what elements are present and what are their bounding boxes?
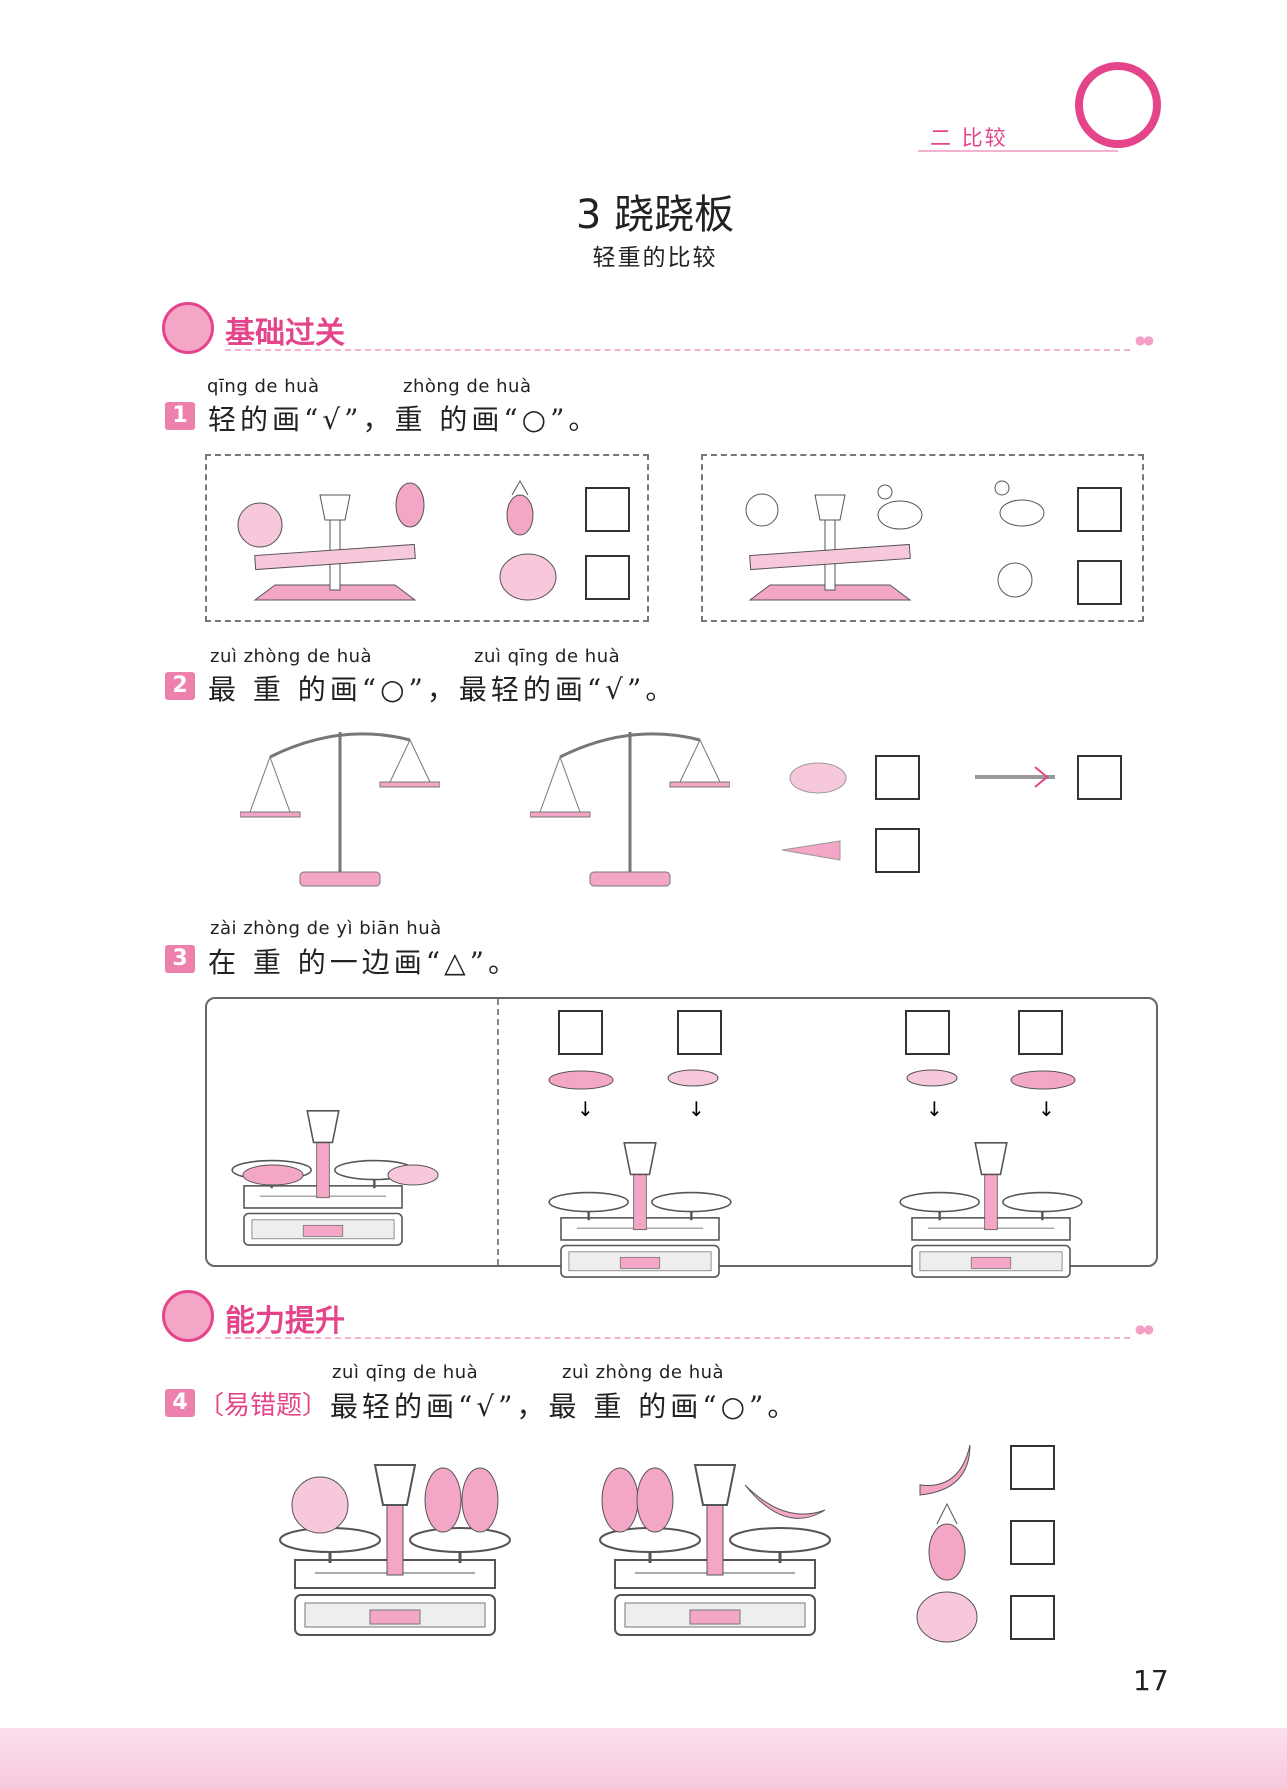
exercise-panel xyxy=(701,454,1144,622)
answer-box[interactable] xyxy=(1018,1010,1063,1055)
answer-box[interactable] xyxy=(1010,1520,1055,1565)
balance-pineapples-bananas xyxy=(595,1445,835,1645)
answer-box[interactable] xyxy=(1010,1595,1055,1640)
error-prone-tag: 〔易错题〕 xyxy=(198,1391,329,1421)
answer-box[interactable] xyxy=(677,1010,722,1055)
seesaw-chick-goose xyxy=(745,484,923,610)
footer-band xyxy=(0,1728,1287,1789)
question-number: 1 xyxy=(165,402,195,430)
section-title-advanced: 能力提升 xyxy=(225,1304,345,1339)
question-number: 2 xyxy=(165,672,195,700)
answer-box[interactable] xyxy=(585,555,630,600)
question-number: 4 xyxy=(165,1389,195,1417)
answer-box[interactable] xyxy=(875,828,920,873)
fish-options: ↓↓ xyxy=(906,1069,1076,1121)
hanging-scale xyxy=(240,722,440,892)
answer-box[interactable] xyxy=(1077,487,1122,532)
balance-scale-example xyxy=(228,1095,439,1253)
exercise-panel xyxy=(205,454,649,622)
publisher-logo xyxy=(1075,62,1161,148)
section-title-basic: 基础过关 xyxy=(225,316,345,351)
pinyin: zuì qīng de huà xyxy=(332,1362,479,1383)
question-text: 在 重 的一边画“△”。 xyxy=(208,946,520,979)
fish-options: ↓↓ xyxy=(548,1069,719,1121)
answer-box[interactable] xyxy=(558,1010,603,1055)
cabbage-icon xyxy=(789,762,847,794)
section-divider xyxy=(225,1337,1130,1339)
page-subtitle: 轻重的比较 xyxy=(592,245,718,271)
answer-box[interactable] xyxy=(905,1010,950,1055)
question-text: 最 重 的画“○”，最轻的画“√”。 xyxy=(208,673,678,706)
svg-text:↓: ↓ xyxy=(688,1097,705,1121)
pinyin: zuì zhòng de huà xyxy=(562,1362,725,1383)
section-divider xyxy=(225,349,1130,351)
question-number: 3 xyxy=(165,945,195,973)
mascot-icon xyxy=(162,1290,214,1342)
question-text: 轻的画“√”，重 的画“○”。 xyxy=(208,403,601,436)
svg-text:↓: ↓ xyxy=(577,1097,594,1121)
hanging-scale xyxy=(530,722,730,892)
chick-icon xyxy=(997,562,1033,598)
pinyin: zuì qīng de huà xyxy=(474,646,621,667)
dots-decoration: ●● xyxy=(1135,333,1154,347)
watermelon-icon xyxy=(499,553,557,601)
seesaw-watermelon-pineapple xyxy=(237,482,425,610)
mascot-icon xyxy=(162,302,214,354)
dots-decoration: ●● xyxy=(1135,1322,1154,1336)
pinyin: qīng de huà xyxy=(207,376,320,397)
answer-box[interactable] xyxy=(1010,1445,1055,1490)
svg-text:↓: ↓ xyxy=(1038,1097,1055,1121)
ribbon-icon xyxy=(975,766,1055,788)
pinyin: zhòng de huà xyxy=(403,376,532,397)
answer-box[interactable] xyxy=(875,755,920,800)
svg-text:↓: ↓ xyxy=(926,1097,943,1121)
answer-box[interactable] xyxy=(585,487,630,532)
answer-box[interactable] xyxy=(1077,755,1122,800)
pinyin: zuì zhòng de huà xyxy=(210,646,373,667)
goose-icon xyxy=(994,480,1045,527)
page-title: 3 跷跷板 xyxy=(575,192,735,238)
carrot-icon xyxy=(781,840,841,861)
page-number: 17 xyxy=(1133,1664,1169,1697)
watermelon-icon xyxy=(916,1591,978,1643)
pineapple-icon xyxy=(928,1502,966,1581)
question-text: 最轻的画“√”，最 重 的画“○”。 xyxy=(330,1390,800,1423)
chapter-label: 二 比较 xyxy=(930,126,1008,150)
balance-scale xyxy=(545,1127,735,1285)
balance-scale xyxy=(896,1127,1086,1285)
pineapple-icon xyxy=(506,479,534,536)
answer-box[interactable] xyxy=(1077,560,1122,605)
balance-watermelon-pineapples xyxy=(275,1445,515,1645)
chapter-underline xyxy=(918,150,1118,152)
banana-icon xyxy=(919,1444,971,1496)
pinyin: zài zhòng de yì biān huà xyxy=(210,918,442,939)
panel-divider xyxy=(497,999,499,1265)
